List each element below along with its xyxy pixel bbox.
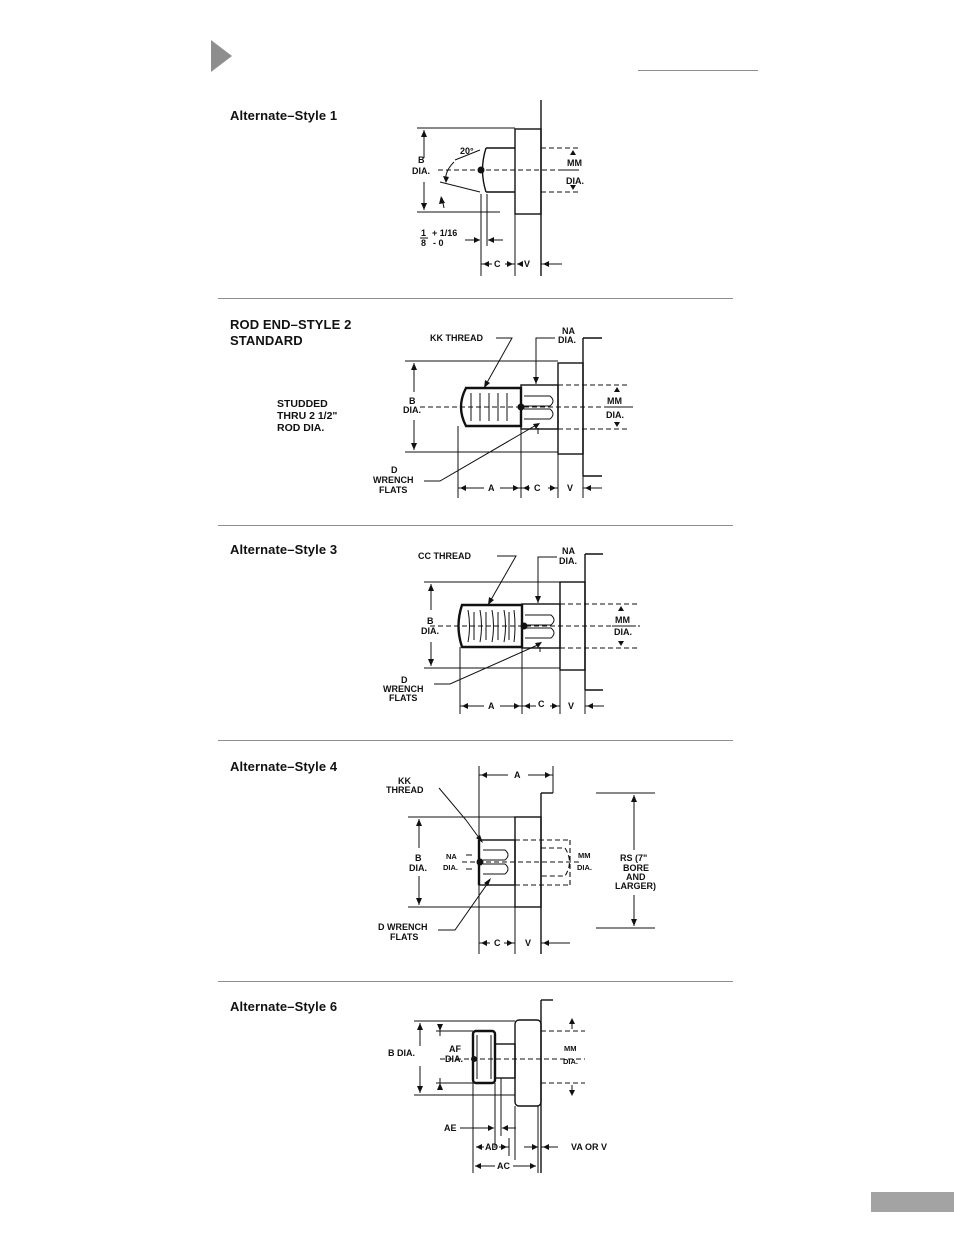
section-divider <box>218 525 733 526</box>
b-dia-label: B <box>409 396 416 406</box>
na-dia-label: NA <box>562 326 575 336</box>
v-dim-label: V <box>524 259 530 269</box>
section-divider <box>218 298 733 299</box>
header-rule <box>638 70 758 71</box>
c-dim-label: C <box>494 259 501 269</box>
mm-dia-label: DIA. <box>563 1057 578 1066</box>
b-dia-label: B <box>415 853 422 863</box>
tolerance-plus: + 1/16 <box>432 228 457 238</box>
rs-label: BORE <box>623 863 649 873</box>
cc-thread-label: CC THREAD <box>418 551 471 561</box>
section-title-style-3: Alternate–Style 3 <box>230 542 338 557</box>
section-title-style-6: Alternate–Style 6 <box>230 999 338 1014</box>
d-wrench-label: D <box>401 675 408 685</box>
na-dia-label: DIA. <box>559 556 577 566</box>
d-wrench-label: FLATS <box>389 693 417 703</box>
ac-dim-label: AC <box>497 1161 510 1171</box>
v-dim-label: V <box>568 701 574 711</box>
b-dia-label: DIA. <box>421 626 439 636</box>
b-dia-label: B <box>418 155 425 165</box>
mm-dia-label: DIA. <box>566 176 584 186</box>
v-dim-label: V <box>567 483 573 493</box>
kk-thread-label: KK <box>398 776 411 786</box>
rs-label: AND <box>626 872 646 882</box>
mm-dia-label: MM <box>567 158 582 168</box>
section-note: THRU 2 1/2" <box>277 410 338 422</box>
fraction-numerator: 1 <box>421 228 426 238</box>
kk-thread-label: KK THREAD <box>430 333 483 343</box>
a-dim-label: A <box>488 483 495 493</box>
fraction-denominator: 8 <box>421 238 426 248</box>
section-note: ROD DIA. <box>277 422 325 434</box>
tolerance-minus: - 0 <box>433 238 444 248</box>
section-subtitle: STANDARD <box>230 333 303 348</box>
na-dia-label: DIA. <box>558 335 576 345</box>
rs-label: RS (7" <box>620 853 647 863</box>
a-dim-label: A <box>488 701 495 711</box>
section-title-style-4: Alternate–Style 4 <box>230 759 338 774</box>
rs-label: LARGER) <box>615 881 656 891</box>
b-dia-label: B <box>427 616 434 626</box>
footer-tab <box>871 1192 954 1212</box>
section-divider <box>218 740 733 741</box>
mm-dia-label: DIA. <box>577 863 592 872</box>
section-note: STUDDED <box>277 398 328 410</box>
b-dia-label: B DIA. <box>388 1048 415 1058</box>
b-dia-label: DIA. <box>409 863 427 873</box>
na-dia-label: NA <box>446 852 457 861</box>
kk-thread-label: THREAD <box>386 785 424 795</box>
mm-dia-label: MM <box>615 615 630 625</box>
angle-label: 20° <box>460 146 474 156</box>
section-divider <box>218 981 733 982</box>
mm-dia-label: MM <box>578 851 591 860</box>
na-dia-label: NA <box>562 546 575 556</box>
d-wrench-label: WRENCH <box>383 684 424 694</box>
d-wrench-label: D <box>391 465 398 475</box>
mm-dia-label: MM <box>607 396 622 406</box>
d-wrench-label: FLATS <box>390 932 418 942</box>
ae-dim-label: AE <box>444 1123 457 1133</box>
a-dim-label: A <box>514 770 521 780</box>
section-title-style-2: ROD END–STYLE 2 <box>230 317 352 332</box>
b-dia-label: DIA. <box>412 166 430 176</box>
d-wrench-label: WRENCH <box>373 475 414 485</box>
corner-arrow-icon <box>211 40 232 72</box>
ad-dim-label: AD <box>485 1142 498 1152</box>
na-dia-label: DIA. <box>443 863 458 872</box>
mm-dia-label: DIA. <box>614 627 632 637</box>
va-dim-label: VA OR V <box>571 1142 607 1152</box>
mm-dia-label: DIA. <box>606 410 624 420</box>
c-dim-label: C <box>494 938 501 948</box>
d-wrench-label: D WRENCH <box>378 922 428 932</box>
c-dim-label: C <box>538 699 545 709</box>
v-dim-label: V <box>525 938 531 948</box>
b-dia-label: DIA. <box>403 405 421 415</box>
section-title-style-1: Alternate–Style 1 <box>230 108 338 123</box>
mm-dia-label: MM <box>564 1044 577 1053</box>
c-dim-label: C <box>534 483 541 493</box>
d-wrench-label: FLATS <box>379 485 407 495</box>
af-dia-label: DIA. <box>445 1054 463 1064</box>
af-dia-label: AF <box>449 1044 461 1054</box>
